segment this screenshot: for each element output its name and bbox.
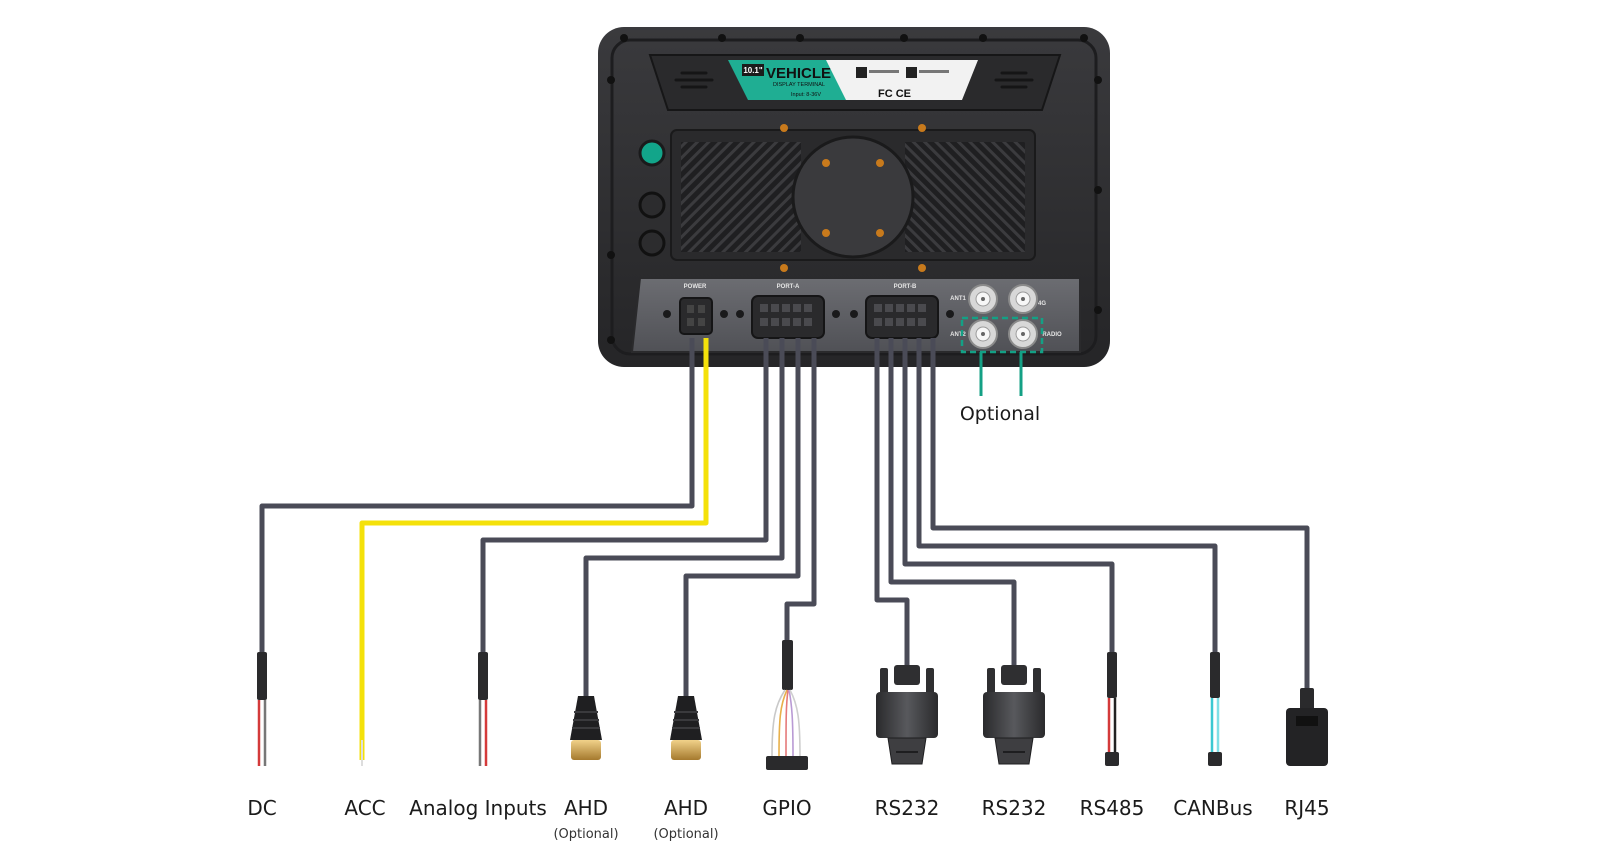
- cable-rs232-2: [888, 338, 1017, 675]
- cable-rs485: [902, 338, 1115, 660]
- cable-labels: DC ACC Analog Inputs AHD (Optional) AHD …: [247, 796, 1329, 842]
- product-label: 10.1" VEHICLE DISPLAY TERMINAL Input: 8-…: [728, 60, 978, 100]
- power-port[interactable]: [679, 297, 713, 335]
- optional-highlight-box: [960, 316, 1044, 354]
- cable-ahd-2: [683, 338, 801, 700]
- cable-analog-inputs: [480, 338, 769, 660]
- antenna-connector-ant2[interactable]: [968, 319, 998, 349]
- label-rs485: RS485: [1080, 796, 1145, 820]
- power-button[interactable]: [638, 139, 666, 167]
- speaker-left: [674, 71, 714, 89]
- label-rj45: RJ45: [1284, 796, 1329, 820]
- radio-label: RADIO: [1042, 332, 1062, 338]
- label-rs232-2: RS232: [982, 796, 1047, 820]
- antenna-connector-4g[interactable]: [1008, 284, 1038, 314]
- cable-harness: [259, 338, 1310, 700]
- label-dc: DC: [247, 796, 276, 820]
- ant1-label: ANT1: [950, 296, 966, 302]
- ahd-connector-1: [570, 696, 602, 760]
- device-back-panel: 10.1" VEHICLE DISPLAY TERMINAL Input: 8-…: [598, 27, 1110, 367]
- rs232-connector-1: [876, 665, 938, 765]
- gpio-connector: [766, 640, 808, 770]
- canbus-wire-end: [1208, 652, 1222, 766]
- cable-canbus: [916, 338, 1218, 660]
- analog-inputs-wire-end: [478, 652, 488, 766]
- label-analog-inputs: Analog Inputs: [409, 796, 547, 820]
- cable-dc: [259, 338, 695, 660]
- label-ahd-1-optional: (Optional): [553, 827, 618, 842]
- size-badge-text: 10.1": [743, 66, 763, 75]
- panel-screws: [663, 310, 954, 318]
- 4g-label: 4G: [1038, 301, 1046, 307]
- side-button-1[interactable]: [638, 191, 666, 219]
- rs485-wire-end: [1105, 652, 1119, 766]
- label-gpio: GPIO: [762, 796, 811, 820]
- label-acc: ACC: [344, 796, 385, 820]
- label-rs232-1: RS232: [875, 796, 940, 820]
- ant2-label: ANT2: [950, 332, 966, 338]
- port-a-connector[interactable]: [751, 295, 825, 339]
- dc-wire-end: [257, 652, 267, 766]
- port-b-connector[interactable]: [865, 295, 939, 339]
- qr-code-2: [906, 67, 917, 78]
- speaker-right: [994, 71, 1034, 89]
- mounting-screws: [780, 124, 926, 272]
- cable-rs232-1: [874, 338, 910, 675]
- antenna-connector-radio[interactable]: [1008, 319, 1038, 349]
- port-a-label: PORT-A: [777, 284, 800, 290]
- power-port-label: POWER: [684, 284, 707, 290]
- qr-code-1: [856, 67, 867, 78]
- bezel-screws: [607, 34, 1102, 344]
- vesa-mount-plate: [791, 135, 915, 259]
- device-subtitle: DISPLAY TERMINAL: [773, 82, 825, 88]
- optional-callout: Optional: [960, 352, 1040, 425]
- rs232-connector-2: [983, 665, 1045, 765]
- heatsink-left: [681, 142, 801, 252]
- cable-ahd-1: [583, 338, 785, 700]
- ahd-connector-2: [670, 696, 702, 760]
- cable-rj45: [930, 338, 1310, 692]
- device-title: VEHICLE: [766, 65, 831, 82]
- certification-marks: FC CE: [878, 88, 911, 100]
- cable-acc: [359, 338, 709, 760]
- port-b-label: PORT-B: [894, 284, 917, 290]
- heatsink-right: [905, 142, 1025, 252]
- device-inner-frame: [610, 38, 1098, 356]
- label-canbus: CANBus: [1173, 796, 1252, 820]
- cable-gpio: [784, 338, 817, 648]
- optional-label: Optional: [960, 403, 1040, 425]
- antenna-connector-ant1[interactable]: [968, 284, 998, 314]
- label-ahd-2: AHD: [664, 796, 708, 820]
- size-badge: [742, 64, 764, 76]
- side-button-2[interactable]: [638, 229, 666, 257]
- rj45-connector: [1286, 688, 1328, 766]
- label-ahd-2-optional: (Optional): [653, 827, 718, 842]
- label-ahd-1: AHD: [564, 796, 608, 820]
- device-input-rating: Input: 8-36V: [791, 92, 821, 98]
